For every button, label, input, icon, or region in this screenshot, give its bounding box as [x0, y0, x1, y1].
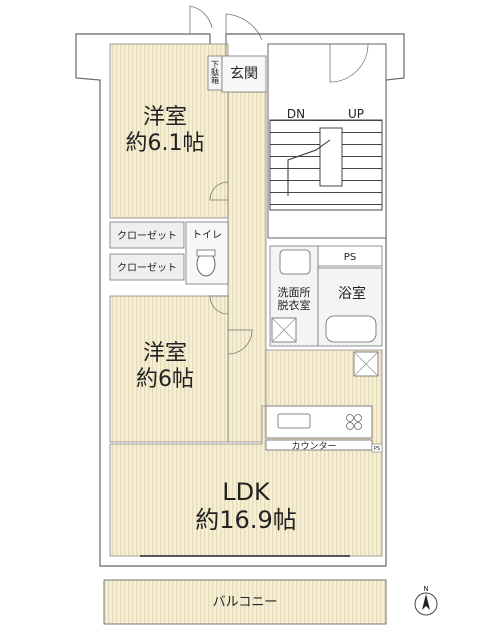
bathtub-icon	[325, 315, 377, 343]
closet-1-label: クローゼット	[117, 230, 177, 242]
toilet-tank-icon	[196, 249, 216, 257]
toilet-label: トイレ	[192, 230, 222, 241]
north-compass-icon	[414, 592, 438, 616]
refrigerator-cross	[353, 351, 379, 377]
closet-1	[109, 221, 185, 249]
bedroom-1-name: 洋室	[143, 105, 187, 130]
ldk-size: 約16.9帖	[195, 506, 296, 534]
ps-small-box	[371, 443, 383, 453]
washbasin-icon	[279, 249, 311, 275]
closet-2-label: クローゼット	[117, 262, 177, 274]
stove-burner-icon-2	[354, 414, 362, 422]
stair-door-swing	[329, 43, 369, 83]
bedroom-2-door-swing	[209, 295, 229, 315]
ps-small-label: PS	[374, 446, 380, 452]
stove-burner-icon	[346, 414, 354, 422]
washroom-label-1: 洗面所	[278, 286, 311, 299]
bedroom-2-floor	[109, 295, 229, 443]
bedroom-1-door-swing	[209, 181, 229, 201]
kitchen-sink-icon	[277, 413, 311, 429]
stair-landing	[319, 127, 343, 187]
ps-top-label: PS	[344, 252, 356, 263]
bedroom-1-size: 約6.1帖	[126, 131, 205, 156]
exterior-door-swing	[189, 5, 213, 34]
bedroom-2-size: 約6帖	[136, 367, 194, 392]
ldk-door-swing	[227, 329, 253, 355]
balcony-floor	[103, 579, 387, 625]
compass-north-label: N	[423, 585, 428, 593]
counter-label: カウンター	[291, 441, 336, 452]
washing-machine-cross	[271, 317, 297, 343]
bedroom-2-name: 洋室	[143, 341, 187, 366]
stove-burner-icon-3	[346, 422, 354, 430]
bath-label: 浴室	[338, 285, 366, 302]
ldk-name: LDK	[222, 478, 271, 506]
stove-burner-icon-4	[354, 422, 362, 430]
corridor-floor	[227, 91, 267, 443]
stairs-down-label: DN	[287, 107, 305, 121]
stair-arrow	[287, 139, 331, 196]
shoe-box-label: 下駄箱	[211, 60, 220, 85]
entrance-label: 玄関	[230, 65, 258, 82]
entrance-area	[221, 55, 267, 93]
closet-2	[109, 253, 185, 281]
balcony-label: バルコニー	[213, 595, 278, 610]
washroom-label-2: 脱衣室	[278, 298, 311, 312]
stairs-up-label: UP	[348, 107, 364, 121]
entrance-door-swing	[225, 13, 263, 56]
